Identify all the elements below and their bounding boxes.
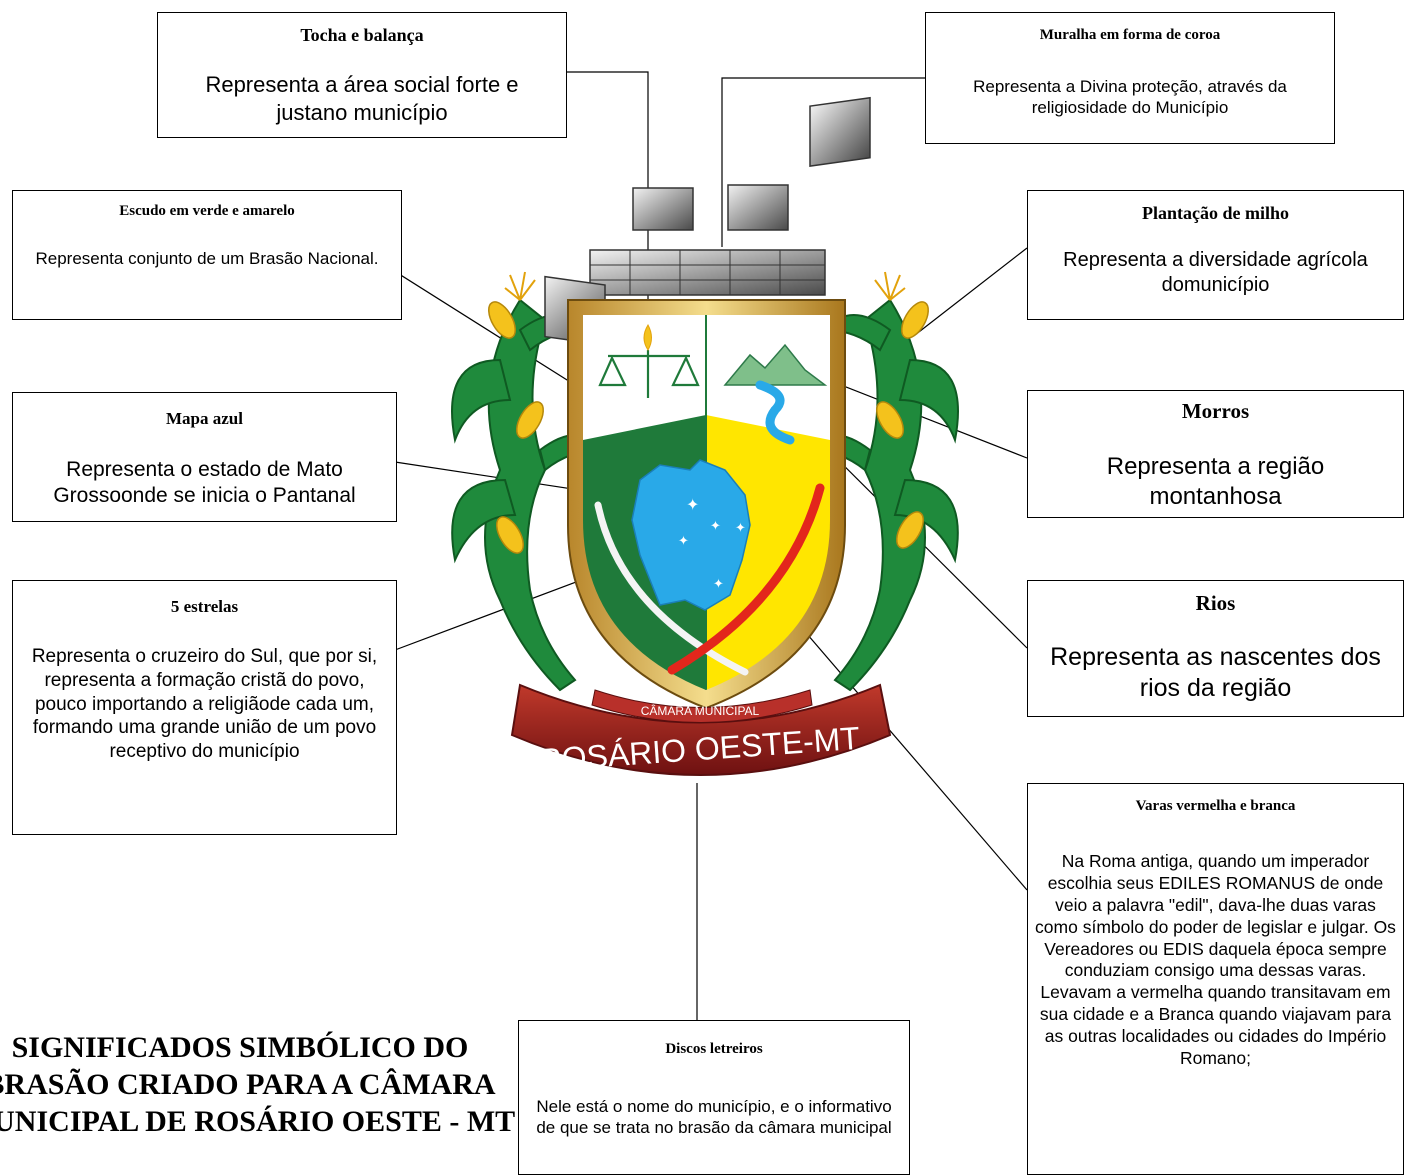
corn-tassel-right (874, 271, 906, 301)
box-text: Representa a diversidade agrícola domuni… (1063, 249, 1368, 296)
box-discos: Discos letreiros Nele está o nome do mun… (518, 1020, 910, 1175)
box-escudo: Escudo em verde e amarelo Representa con… (12, 190, 402, 320)
box-text: Representa o cruzeiro do Sul, que por si… (31, 646, 378, 762)
white-rod (594, 501, 749, 676)
scale-and-torch (598, 350, 700, 398)
box-title: Discos letreiros (665, 1041, 763, 1057)
svg-text:✦: ✦ (735, 521, 746, 536)
box-text: Representa a Divina proteção, através da… (973, 77, 1287, 118)
torch-flame (643, 323, 652, 351)
box-title: Varas vermelha e branca (1135, 798, 1296, 814)
box-title: Muralha em forma de coroa (1039, 27, 1221, 43)
box-varas: Varas vermelha e branca Na Roma antiga, … (1027, 783, 1404, 1175)
svg-text:✦: ✦ (678, 534, 689, 549)
blue-map (631, 459, 751, 611)
box-title: Escudo em verde e amarelo (119, 203, 295, 219)
box-text: Na Roma antiga, quando um imperador esco… (1035, 851, 1396, 1068)
box-text: Representa a área social forte e justano… (205, 72, 519, 125)
crown-bricks (590, 250, 825, 295)
svg-text:✦: ✦ (710, 519, 721, 534)
svg-text:✦: ✦ (713, 577, 724, 592)
box-milho: Plantação de milho Representa a diversid… (1027, 190, 1404, 320)
box-mapa: Mapa azul Representa o estado de Mato Gr… (12, 392, 397, 522)
corn-tassel-left (504, 271, 536, 301)
cruzeiro-stars: ✦ ✦ ✦ ✦ ✦ (678, 495, 746, 592)
box-text: Representa as nascentes dos rios da regi… (1050, 643, 1381, 703)
river (755, 380, 795, 445)
svg-text:✦: ✦ (686, 495, 699, 514)
box-tocha: Tocha e balança Representa a área social… (157, 12, 567, 138)
corn-cob-left (488, 301, 544, 554)
box-estrelas: 5 estrelas Representa o cruzeiro do Sul,… (12, 580, 397, 835)
banner-top-text: CÂMARA MUNICIPAL (641, 703, 760, 718)
box-title: Plantação de milho (1142, 203, 1289, 223)
box-title: Morros (1181, 399, 1250, 423)
box-text: Nele está o nome do município, e o infor… (536, 1097, 892, 1138)
box-text: Representa o estado de Mato Grossoonde s… (53, 458, 356, 508)
connector-varas (794, 619, 1028, 891)
box-title: Tocha e balança (300, 25, 424, 45)
connector-milho (914, 247, 1028, 336)
corn-cob-right (876, 301, 929, 549)
box-title: Rios (1195, 591, 1236, 615)
box-text: Representa conjunto de um Brasão Naciona… (35, 249, 379, 268)
box-title: Mapa azul (166, 409, 243, 428)
box-morros: Morros Representa a região montanhosa (1027, 390, 1404, 518)
box-rios: Rios Representa as nascentes dos rios da… (1027, 580, 1404, 717)
banner (510, 683, 892, 776)
box-text: Representa a região montanhosa (1106, 453, 1325, 510)
connector-muralha (721, 77, 925, 247)
mountains (723, 343, 828, 386)
red-rod (667, 483, 825, 675)
box-title: 5 estrelas (170, 597, 239, 616)
page-title: SIGNIFICADOS SIMBÓLICO DO BRASÃO CRIADO … (0, 1031, 516, 1138)
box-muralha: Muralha em forma de coroa Representa a D… (925, 12, 1335, 144)
